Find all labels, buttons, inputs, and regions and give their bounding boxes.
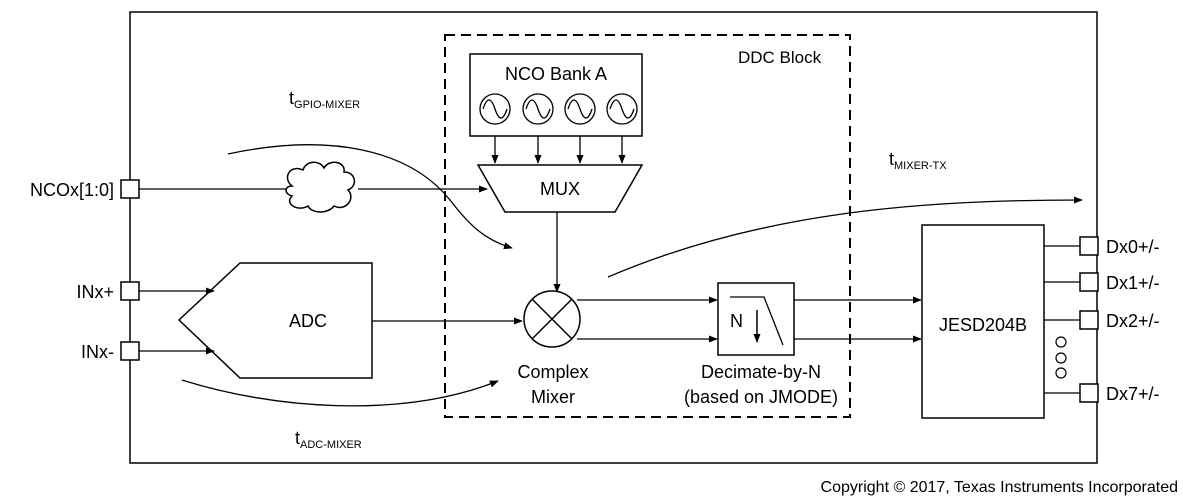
mixer-tx-timing-label: tMIXER-TX <box>889 149 947 172</box>
mux <box>476 164 644 213</box>
latency-cloud-icon <box>285 161 356 213</box>
pin-dx1-label: Dx1+/- <box>1106 273 1160 293</box>
adc-mixer-timing-curve <box>181 379 499 407</box>
oscillator-icons <box>479 93 638 125</box>
pin-dx7 <box>1079 383 1099 403</box>
oscillator-icon <box>522 93 554 125</box>
oscillator-icon <box>606 93 638 125</box>
oscillator-icon <box>479 93 511 125</box>
output-pins <box>1079 236 1099 403</box>
pin-in-plus-label: INx+ <box>76 282 114 302</box>
pin-dx7-label: Dx7+/- <box>1106 384 1160 404</box>
copyright-notice: Copyright © 2017, Texas Instruments Inco… <box>821 479 1178 496</box>
mixer-label-line2: Mixer <box>531 387 575 407</box>
pin-dx0-label: Dx0+/- <box>1106 237 1160 257</box>
pin-nco-label: NCOx[1:0] <box>30 180 114 200</box>
jesd204b-label: JESD204B <box>939 315 1027 335</box>
continuation-dots <box>1055 336 1067 379</box>
nco-bank-label: NCO Bank A <box>505 64 607 84</box>
lowpass-filter-icon <box>730 296 784 346</box>
nco-to-mux-arrows <box>491 136 626 164</box>
ddc-block <box>444 34 851 418</box>
jesd-output-lines <box>1044 245 1080 394</box>
pin-in-plus <box>120 281 140 301</box>
decimator <box>717 282 795 356</box>
gpio-mixer-timing-curve <box>227 144 513 250</box>
oscillator-icon <box>564 93 596 125</box>
adc-mixer-timing-label: tADC-MIXER <box>295 428 362 451</box>
decimator-to-jesd-arrows <box>794 296 922 343</box>
complex-mixer <box>523 290 581 348</box>
mixer-label-line1: Complex <box>517 362 588 382</box>
mux-label: MUX <box>540 179 580 199</box>
mixer-tx-timing-curve <box>607 196 1083 278</box>
pin-dx0 <box>1079 236 1099 256</box>
pin-nco <box>120 179 140 199</box>
pin-dx2 <box>1079 310 1099 330</box>
pin-in-minus-label: INx- <box>81 342 114 362</box>
decimator-symbol: N <box>730 311 743 331</box>
ddc-block-label: DDC Block <box>738 48 822 67</box>
gpio-mixer-timing-label: tGPIO-MIXER <box>289 88 360 111</box>
pin-in-minus <box>120 341 140 361</box>
pin-dx2-label: Dx2+/- <box>1106 311 1160 331</box>
jesd204b-block <box>921 224 1045 419</box>
decimator-label-line2: (based on JMODE) <box>684 387 838 407</box>
pin-dx1 <box>1079 272 1099 292</box>
adc <box>177 262 373 379</box>
decimator-label-line1: Decimate-by-N <box>701 362 821 382</box>
adc-label: ADC <box>289 311 327 331</box>
mixer-to-decimator-arrows <box>577 296 718 343</box>
